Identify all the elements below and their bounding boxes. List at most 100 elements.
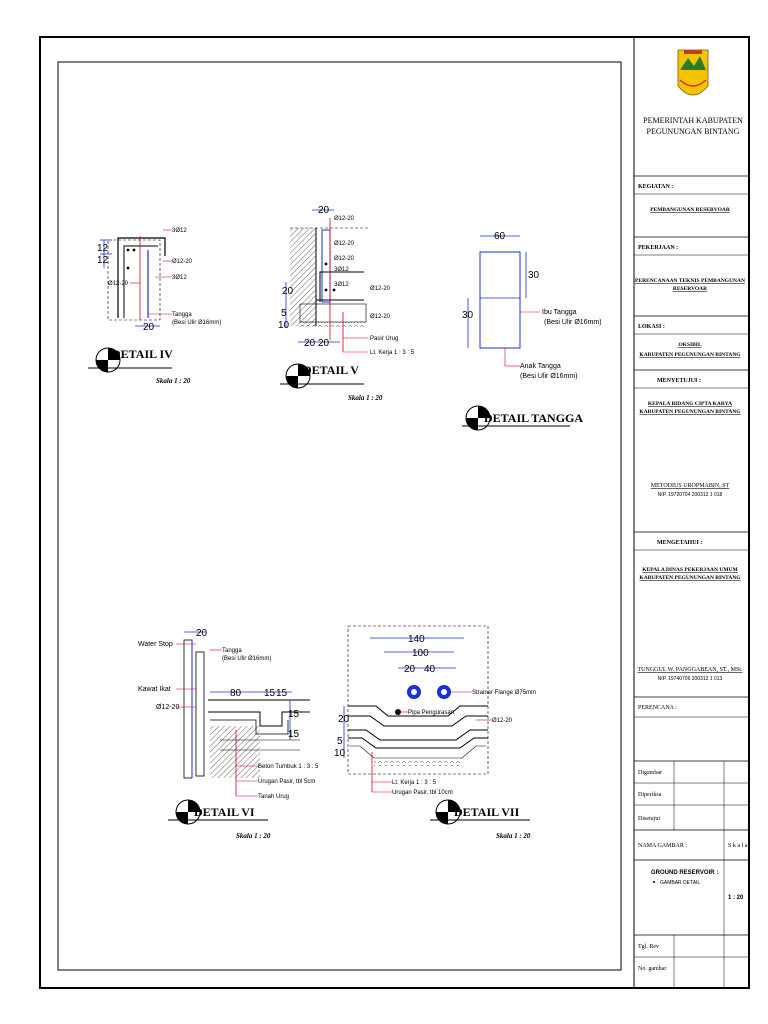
detail-vi-hatch [210, 726, 260, 778]
detail-iv-scale: Skala 1 : 20 [156, 377, 191, 385]
detail-v: Ø12-20 Ø12-20 3Ø12 Ø12-20 3Ø12 Ø12-20 Ø1… [278, 205, 415, 356]
detail-tangga: 60 30 30 Ibu Tangga (Besi Ulir Ø16mm) An… [462, 231, 602, 380]
detail-vi-label-beton-tumbuk: Beton Tumbuk 1 : 3 : 5 [258, 764, 319, 770]
sheet-border [39, 36, 750, 989]
lokasi-value2: KABUPATEN PEGUNUNGAN BINTANG [639, 352, 741, 358]
menyetujui-value1: KEPALA BIDANG CIPTA KARYA [648, 401, 732, 407]
detail-v-dim-bottom-b: 20 [318, 338, 330, 349]
detail-vi-dim-15-d: 15 [288, 729, 300, 740]
detail-tangga-dim-60: 60 [494, 231, 506, 242]
detail-v-scale: Skala 1 : 20 [348, 394, 383, 402]
detail-vi-dim-15-c: 15 [288, 709, 300, 720]
drawing-item: GAMBAR DETAIL [660, 880, 700, 886]
drawing-name: GROUND RESERVOIR : [651, 870, 718, 876]
drawing-frame [57, 61, 622, 971]
detail-tangga-dim-left: 30 [462, 310, 474, 321]
detail-v-label-d12-20-a: Ø12-20 [334, 216, 355, 222]
lokasi-label: LOKASI : [638, 324, 665, 330]
detail-v-label-d12-20-c: Ø12-20 [370, 286, 391, 292]
detail-iv-rebar-inner [123, 245, 158, 318]
detail-v-label-d12-20-d: Ø12-20 [334, 256, 355, 262]
detail-vii-dim-140: 140 [408, 634, 425, 645]
detail-v-dim-bottom-a: 20 [304, 338, 316, 349]
detail-vii-dim-left-a: 20 [338, 714, 350, 725]
perencana-label: PERENCANA : [638, 705, 677, 711]
mengetahui-nip: NIP. 19740706 200312 1 013 [658, 676, 723, 682]
detail-vii-dim-20: 20 [404, 664, 416, 675]
detail-v-label-pasir-urug: Pasir Urug [370, 336, 398, 342]
detail-vii-label-lt-kerja: Lt. Kerja 1 : 3 : 5 [392, 780, 437, 786]
detail-vi-dim-15-a: 15 [264, 688, 276, 699]
org-line1: PEMERINTAH KABUPATEN [643, 116, 743, 125]
detail-iv-dim-20: 20 [143, 322, 155, 333]
pekerjaan-value2: RESERVOAR [673, 286, 708, 292]
detail-vi-label-d12-20: Ø12-20 [156, 704, 179, 711]
detail-tangga-dim-right: 30 [528, 270, 540, 281]
detail-vii: Strainer Flange Ø75mm Pipa Pengurasan Ø1… [334, 625, 536, 796]
detail-v-title-text: DETAIL V [303, 363, 359, 377]
detail-vi-dim-15-b: 15 [276, 688, 288, 699]
kegiatan-value: PEMBANGUNAN RESERVOAR [650, 207, 731, 213]
detail-vi-label-water-stop: Water Stop [138, 641, 173, 648]
detail-v-label-3d12-a: 3Ø12 [334, 267, 349, 273]
detail-vi-scale: Skala 1 : 20 [236, 832, 271, 840]
detail-v-label-lt-kerja: Lt. Kerja 1 : 3 : 5 [370, 350, 415, 356]
detail-vi-label-tanah-urug: Tanah Urug [258, 794, 289, 800]
detail-vii-title: DETAIL VII Skala 1 : 20 [430, 799, 531, 840]
diperiksa-label: Diperiksa [638, 792, 662, 798]
detail-vi-label-tangga: Tangga [222, 648, 242, 654]
detail-vii-dim-40: 40 [424, 664, 436, 675]
digambar-label: Digambar [638, 770, 662, 776]
detail-v-dim-left-b: 5 [281, 308, 287, 319]
detail-vii-label-pipa: Pipa Pengurasan [408, 710, 454, 716]
detail-vi-label-besi-ulir: (Besi Ulir Ø16mm) [222, 656, 271, 662]
detail-iv-dim-12-mid: 12 [97, 255, 109, 266]
nama-gambar-label: NAMA GAMBAR : [638, 843, 687, 849]
detail-tangga-title-text: DETAIL TANGGA [484, 411, 583, 425]
detail-v-label-d12-20-b: Ø12-20 [334, 241, 355, 247]
detail-vii-label-d12-20: Ø12-20 [492, 718, 513, 724]
detail-v-dim-left-c: 10 [278, 320, 290, 331]
detail-iv-label-3d12-top: 3Ø12 [172, 228, 187, 234]
detail-vi-dim-80: 80 [230, 688, 242, 699]
detail-vi-title-text: DETAIL VI [194, 805, 255, 819]
detail-vi-dim-top: 20 [196, 628, 208, 639]
detail-vi: Water Stop Kawat Ikat Ø12-20 Tangga (Bes… [138, 628, 319, 800]
skala-label: S k a l a [728, 843, 748, 849]
mengetahui-value1: KEPALA DINAS PEKERJAAN UMUM [642, 567, 738, 573]
detail-iv-label-besi-ulir: (Besi Ulir Ø16mm) [172, 320, 221, 326]
detail-v-label-d12-20-e: Ø12-20 [370, 314, 391, 320]
org-line2: PEGUNUNGAN BINTANG [647, 127, 740, 136]
tgl-rev-label: Tgl. Rev [638, 944, 659, 950]
mengetahui-name: TUNGGUL W. PANGGABEAN, ST., MSi. [638, 667, 743, 673]
detail-iv-label-3d12-mid: 3Ø12 [172, 275, 187, 281]
detail-iv: 3Ø12 Ø12-20 3Ø12 Ø12-20 Tangga (Besi Uli… [97, 228, 221, 333]
no-gambar-label: No. gambar [638, 966, 666, 972]
detail-iv-rebar [117, 237, 166, 318]
detail-tangga-label-anak-besi: (Besi Ulir Ø16mm) [520, 373, 578, 380]
detail-iv-label-d12-20-left: Ø12-20 [108, 281, 129, 287]
drawing-scale: 1 : 20 [728, 895, 744, 901]
title-block: PEMERINTAH KABUPATEN PEGUNUNGAN BINTANG … [634, 49, 749, 988]
detail-vi-label-urugan-pasir: Urugan Pasir, tbl 5cm [258, 779, 315, 785]
detail-vii-title-text: DETAIL VII [454, 805, 520, 819]
menyetujui-nip: NIP. 19720704 200312 1 018 [658, 492, 723, 498]
detail-vii-dim-left-c: 10 [334, 748, 346, 759]
detail-vii-label-urugan-pasir: Urugan Pasir, tbl 10cm [392, 790, 453, 796]
menyetujui-value2: KABUPATEN PEGUNUNGAN BINTANG [639, 409, 741, 415]
detail-vii-scale: Skala 1 : 20 [496, 832, 531, 840]
lokasi-value1: OKSIBIL [678, 342, 702, 348]
detail-iv-label-tangga: Tangga [172, 312, 192, 318]
regency-logo [677, 49, 709, 96]
detail-vii-dim-100: 100 [412, 648, 429, 659]
kegiatan-label: KEGIATAN : [638, 184, 673, 190]
pekerjaan-value1: PERENCANAAN TEKNIS PEMBANGUNAN [635, 278, 745, 284]
detail-vii-label-strainer: Strainer Flange Ø75mm [472, 690, 536, 696]
detail-v-label-3d12-b: 3Ø12 [334, 282, 349, 288]
detail-iv-label-d12-20: Ø12-20 [172, 259, 193, 265]
mengetahui-value2: KABUPATEN PEGUNUNGAN BINTANG [639, 575, 741, 581]
detail-tangga-title: DETAIL TANGGA [462, 405, 583, 431]
detail-tangga-label-anak: Anak Tangga [520, 363, 561, 370]
detail-iv-outline [107, 239, 161, 321]
